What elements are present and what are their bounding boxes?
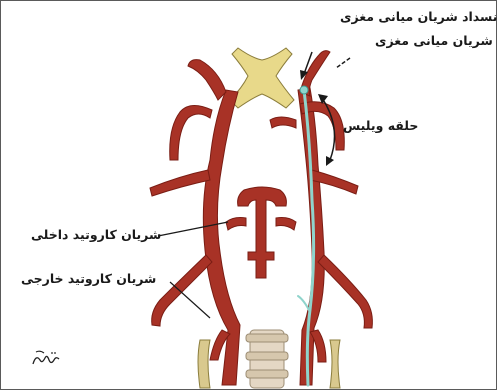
left-posterior-branch xyxy=(150,170,210,196)
left-upper-loop xyxy=(170,105,212,160)
right-middle-branch xyxy=(276,218,296,231)
label-circle-of-willis: حلقه ویلیس xyxy=(343,118,418,134)
label-internal-carotid: شریان کاروتید داخلی xyxy=(31,227,161,243)
left-external-carotid xyxy=(152,255,212,326)
label-external-carotid: شریان کاروتید خارجی xyxy=(21,271,156,287)
left-anterior-cerebral xyxy=(188,60,226,100)
vertebral-column xyxy=(246,330,288,388)
left-jugular-vein xyxy=(198,340,210,388)
label-middle-cerebral-artery: شریان میانی مغزی xyxy=(375,33,493,49)
eca-pointer xyxy=(170,282,210,318)
clot-path-lower xyxy=(298,296,310,312)
right-upper-left-branch xyxy=(270,117,296,128)
right-external-carotid xyxy=(318,255,372,328)
basilar-artery xyxy=(238,187,287,278)
occlusion-point xyxy=(300,86,308,94)
signature-mark xyxy=(30,348,62,370)
optic-chiasm xyxy=(230,48,294,108)
right-jugular-vein xyxy=(330,340,340,388)
mca-pointer xyxy=(336,58,350,68)
left-middle-branch xyxy=(226,218,246,231)
label-mca-occlusion: انسداد شریان میانی مغزی xyxy=(340,9,497,25)
willis-arrow-bottom xyxy=(326,156,334,166)
